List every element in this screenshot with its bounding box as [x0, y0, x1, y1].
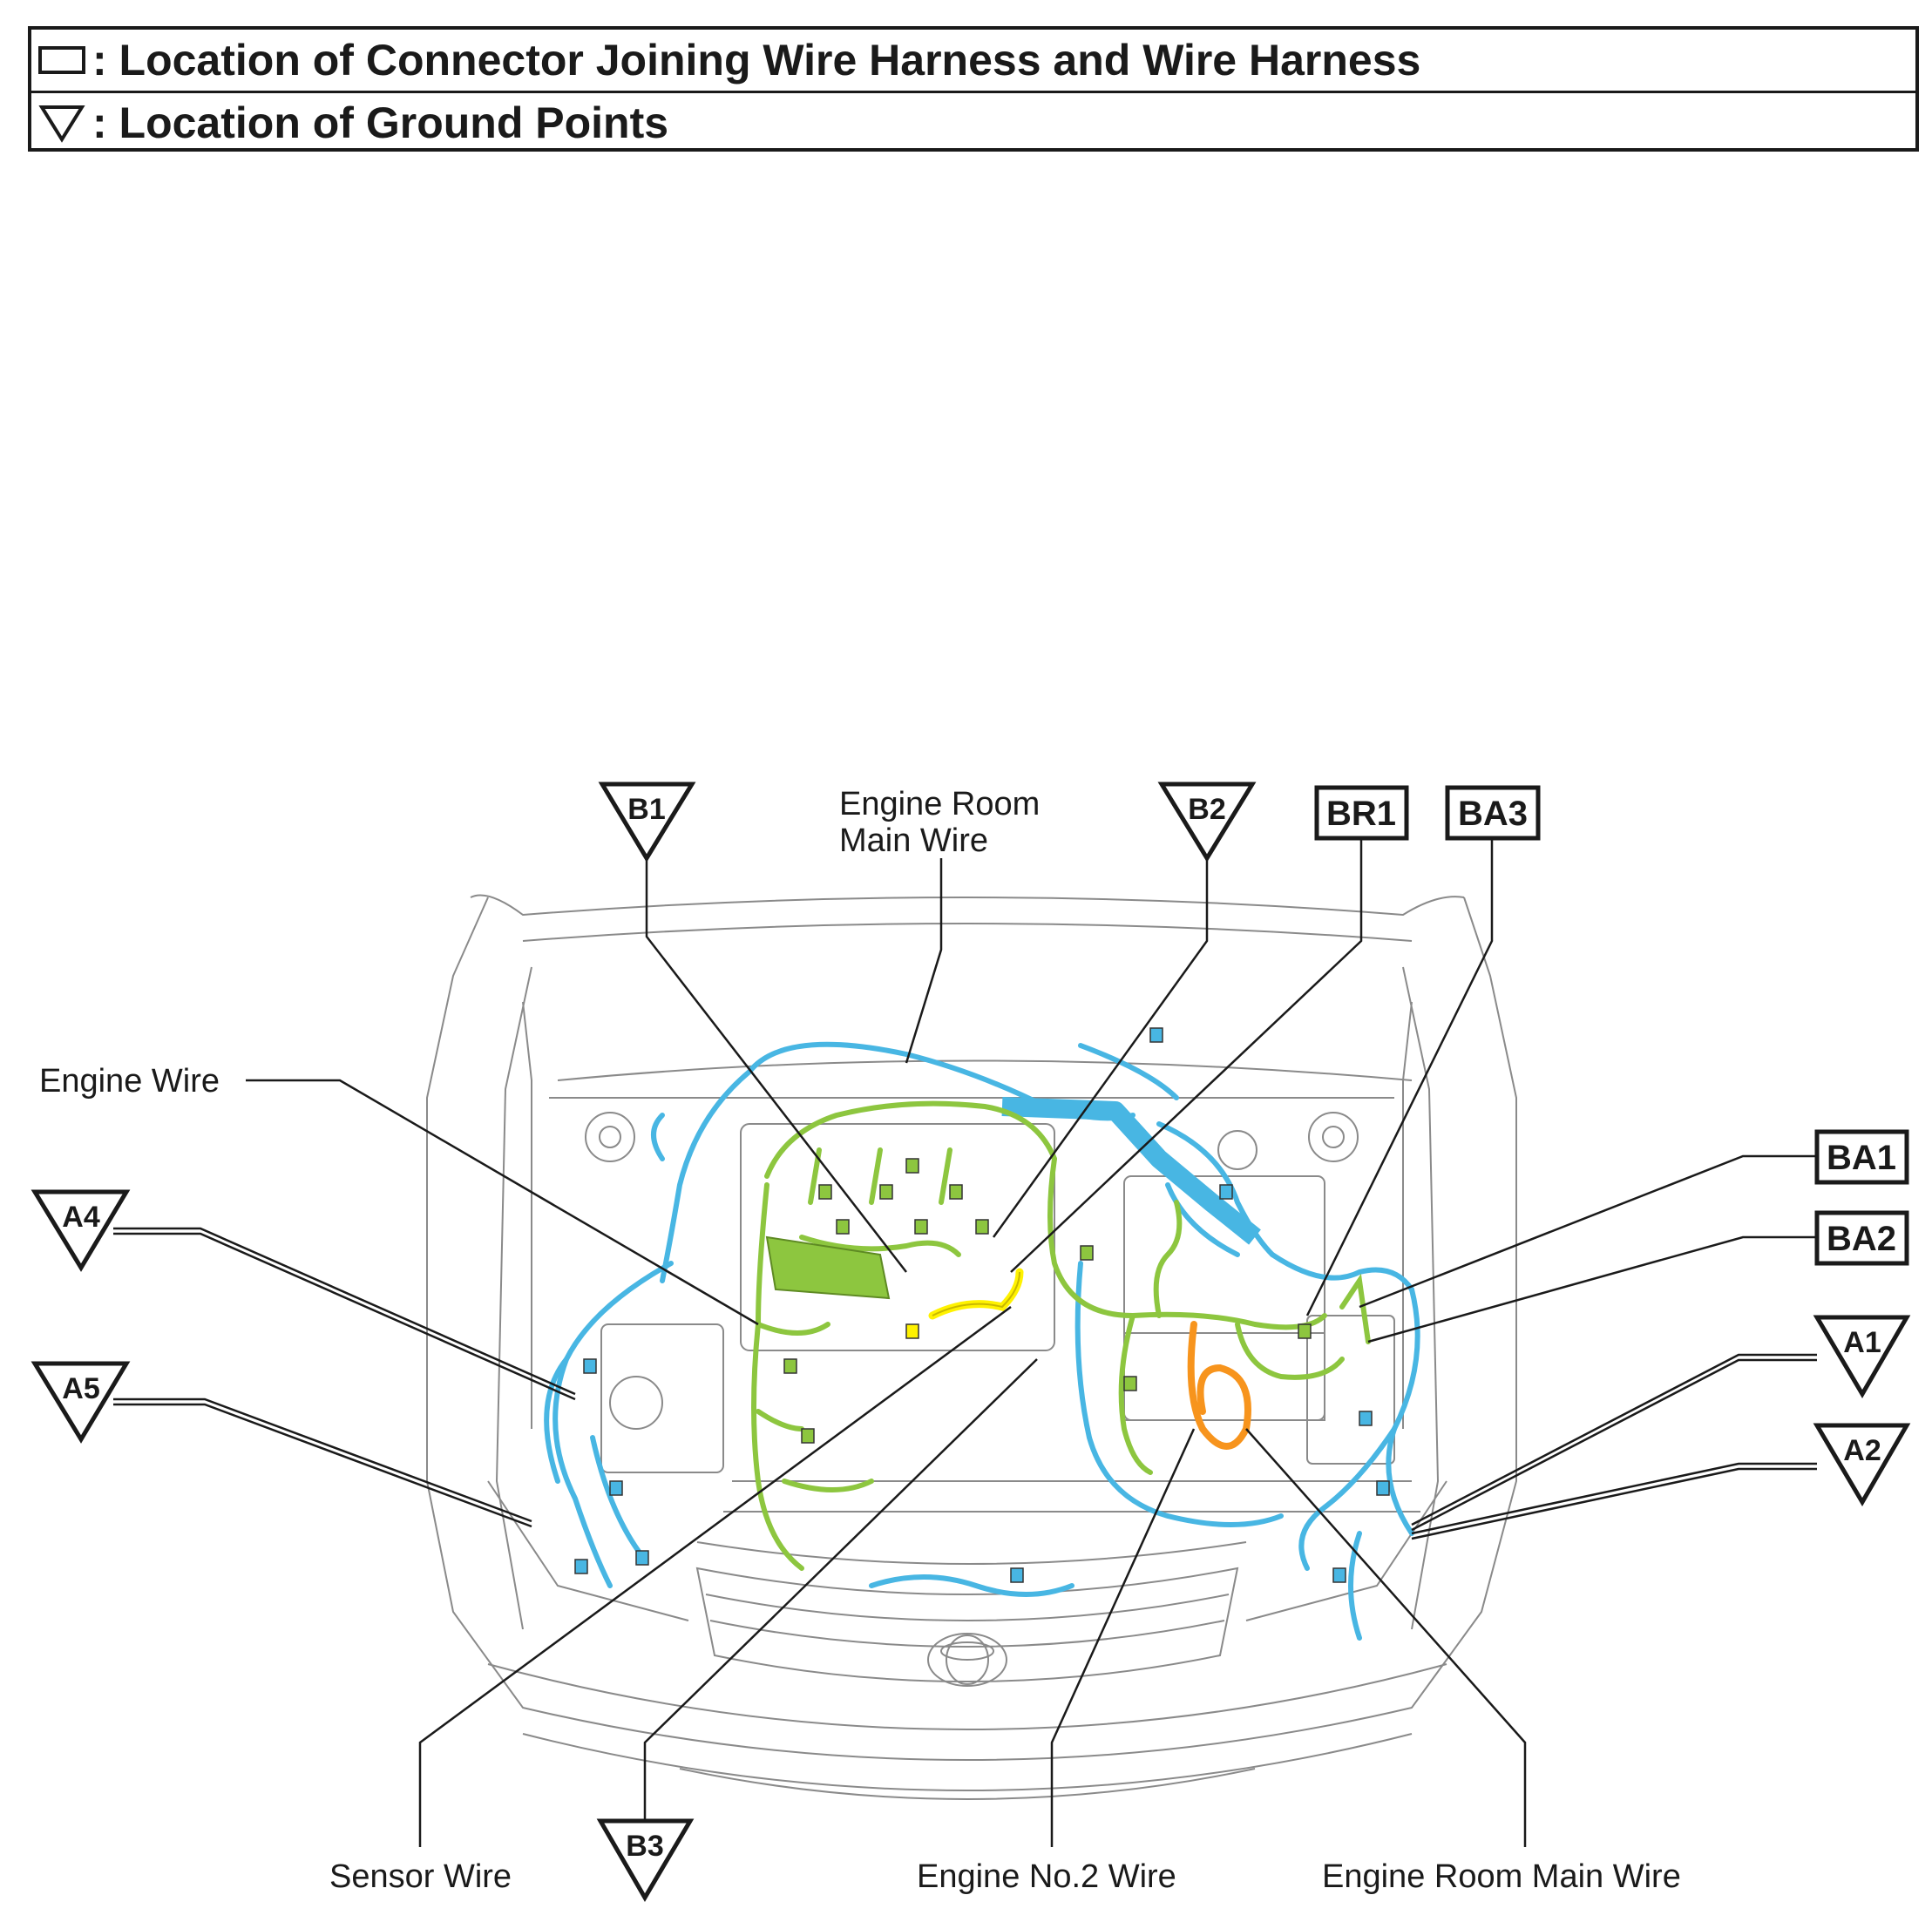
connector-ba2-label: BA2 [1827, 1220, 1896, 1258]
connector-ba3: BA3 [1445, 785, 1541, 841]
sensor-wire-label: Sensor Wire [329, 1858, 512, 1895]
ground-point-b3-label: B3 [626, 1830, 663, 1863]
ground-point-a5-label: A5 [62, 1372, 99, 1405]
connector-ba2: BA2 [1814, 1210, 1909, 1266]
ground-point-a2-label: A2 [1843, 1434, 1881, 1467]
connector-br1-label: BR1 [1326, 795, 1396, 833]
connector-ba3-label: BA3 [1458, 795, 1528, 833]
engine-wire-harness [751, 1100, 1371, 1571]
legend-connector-row: : Location of Connector Joining Wire Har… [31, 30, 1915, 93]
ground-point-b2: B2 [1157, 782, 1257, 863]
legend-ground-row: : Location of Ground Points [31, 92, 1915, 153]
legend-connector-text: : Location of Connector Joining Wire Har… [92, 36, 1421, 85]
engine-wire-label: Engine Wire [39, 1063, 220, 1100]
ground-symbol-icon [38, 105, 85, 143]
ground-point-b1: B1 [598, 782, 696, 863]
engine-wire-trunk [765, 1235, 891, 1300]
leader-lines [113, 838, 1817, 1847]
engine-room-main-wire-top-label-line2: Main Wire [839, 822, 988, 859]
engine-no2-wire-label: Engine No.2 Wire [917, 1858, 1176, 1895]
sensor-wire-outline [932, 1271, 1020, 1316]
ground-point-a4: A4 [31, 1189, 131, 1272]
legend-box: : Location of Connector Joining Wire Har… [28, 26, 1919, 152]
legend-ground-text: : Location of Ground Points [92, 98, 669, 147]
ground-point-a4-label: A4 [62, 1201, 100, 1234]
engine-no2-wire-harness [1187, 1321, 1251, 1450]
engine-room-main-wire-duct [1001, 1097, 1261, 1245]
connector-br1: BR1 [1314, 785, 1409, 841]
ground-point-a5: A5 [31, 1361, 131, 1444]
vehicle-outline [426, 894, 1517, 1800]
ground-point-a1: A1 [1813, 1315, 1911, 1398]
connector-ba1: BA1 [1814, 1129, 1909, 1185]
ground-point-b2-label: B2 [1188, 793, 1225, 826]
connector-blocks [574, 1027, 1390, 1583]
engine-room-main-wire-harness [544, 1041, 1420, 1641]
connector-ba1-label: BA1 [1827, 1139, 1896, 1177]
connector-symbol-icon [38, 46, 85, 74]
ground-point-b3: B3 [596, 1818, 695, 1902]
ground-point-a2: A2 [1813, 1423, 1911, 1506]
ground-point-a1-label: A1 [1843, 1326, 1881, 1359]
engine-room-main-wire-top-label-line1: Engine Room [839, 786, 1040, 822]
ground-point-b1-label: B1 [627, 793, 665, 826]
engine-room-main-wire-bottom-label: Engine Room Main Wire [1322, 1858, 1681, 1895]
